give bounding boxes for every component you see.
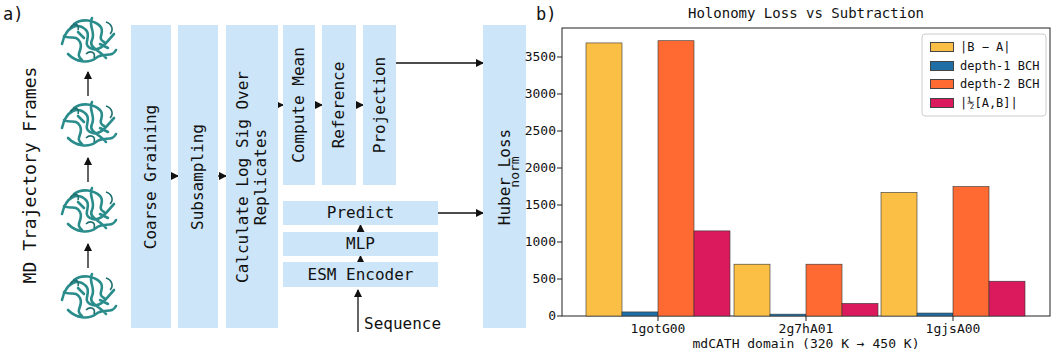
flow-arrow [171,175,178,176]
box-label: ESM Encoder [308,265,414,283]
axis-title: mdCATH domain (320 K → 450 K) [693,337,920,351]
process-box: Coarse Graining [131,25,171,328]
tick-label: 1500 [525,198,556,212]
category-label: 1gjsA00 [926,322,981,336]
legend-swatch [930,42,954,52]
box-label: Compute Mean [290,30,308,180]
category-label: 2g7hA01 [779,322,834,336]
legend-label: depth-1 BCH [960,59,1039,73]
box-label: MLP [346,235,375,253]
chart-frame [562,28,1050,316]
flow-arrow [315,104,322,105]
legend-entry: |B − A| [930,40,1011,54]
legend-entry: depth-1 BCH [930,59,1039,73]
flow-arrow [356,104,363,105]
tick-label: 500 [533,272,556,286]
box-label: Coarse Graining [142,30,160,323]
box-label: Predict [327,204,394,222]
axis-title: norm [508,156,522,187]
box-label: Calculate Log Sig Over Replicates [234,30,271,323]
category-label: 1gotG00 [631,322,686,336]
input-label: Sequence [364,315,441,333]
panel-letter: a) [3,5,23,24]
legend-label: |½[A,B]| [960,96,1018,110]
tick-label: 2000 [525,161,556,175]
legend-frame [922,34,1046,116]
process-box: MLP [283,232,438,256]
legend-swatch [930,61,954,71]
legend-swatch [930,98,954,108]
legend-entry: |½[A,B]| [930,96,1018,110]
flow-arrow [360,225,361,232]
process-box: Subsampling [178,25,218,328]
axis-title: MD Trajectory Frames [20,67,40,284]
process-box: ESM Encoder [283,262,438,287]
process-box: Predict [283,201,438,225]
tick-label: 0 [548,309,556,323]
flow-arrow [438,212,483,213]
box-label: Projection [370,30,388,180]
process-box: Calculate Log Sig Over Replicates [226,25,278,328]
protein-frames [62,18,116,317]
tick-label: 3500 [525,50,556,64]
flow-arrow [218,175,226,176]
tick-label: 3000 [525,87,556,101]
box-label: Reference [330,30,348,180]
legend-entry: depth-2 BCH [930,77,1039,91]
chart-title: Holonomy Loss vs Subtraction [688,6,924,21]
flow-arrow [396,62,483,63]
process-box: Projection [363,25,396,185]
tick-label: 1000 [525,235,556,249]
tick-label: 2500 [525,124,556,138]
legend-label: depth-2 BCH [960,77,1039,91]
panel-letter: b) [536,5,556,24]
legend-swatch [930,79,954,89]
box-label: Subsampling [189,30,207,323]
legend-label: |B − A| [960,40,1011,54]
process-box: Reference [322,25,356,185]
process-box: Compute Mean [283,25,315,185]
sequence-arrow [357,290,358,332]
